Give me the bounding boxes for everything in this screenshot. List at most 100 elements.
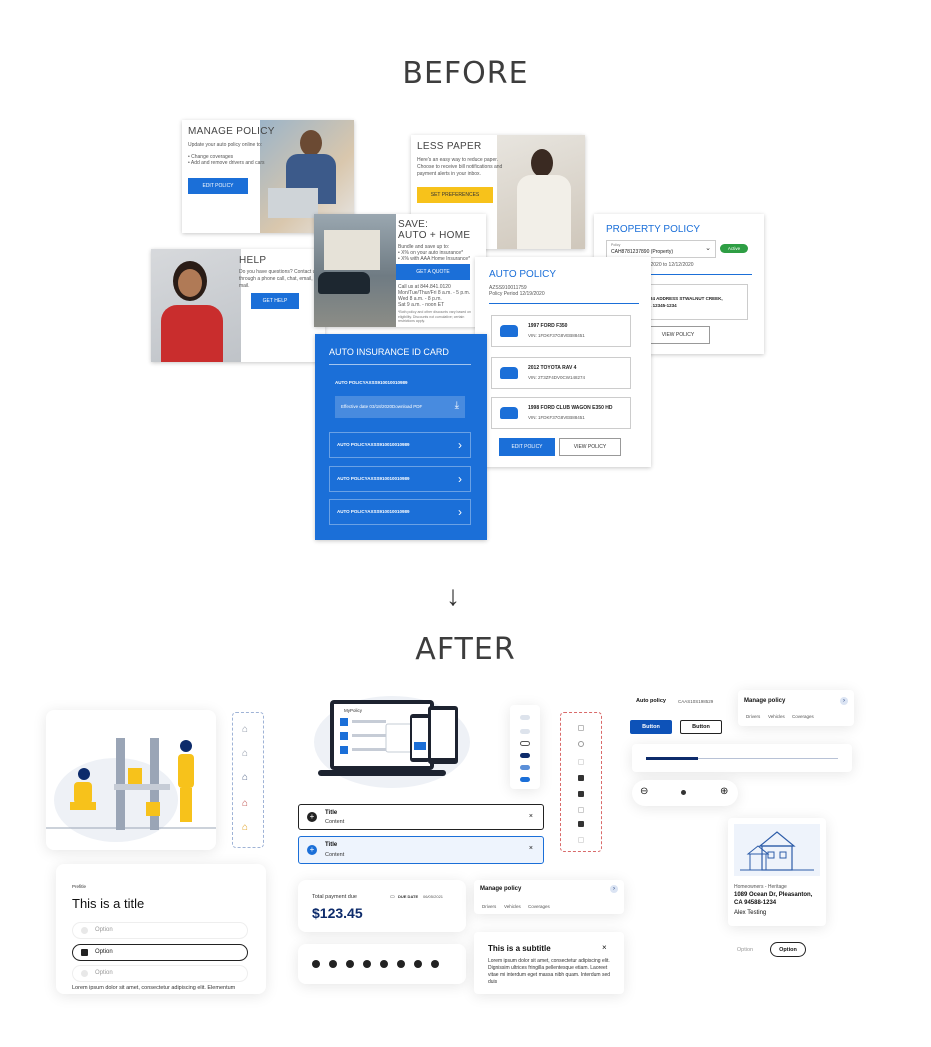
less-paper-title: LESS PAPER xyxy=(417,141,482,152)
payment-label: Total payment due xyxy=(312,894,357,900)
option-pill-selected[interactable]: Option xyxy=(770,942,806,957)
checkbox[interactable] xyxy=(578,741,584,747)
manage-policy-title: Manage policy xyxy=(480,886,522,892)
circle-icon-button[interactable] xyxy=(397,960,405,968)
page-title: This is a title xyxy=(72,896,145,911)
save-hours: Sat 9 a.m. - noon ET xyxy=(398,302,445,308)
plus-icon: + xyxy=(307,845,317,855)
chevron-right-icon[interactable]: › xyxy=(840,697,848,705)
help-card: HELP Do you have questions? Contact us t… xyxy=(151,249,325,362)
circle-icon-button[interactable] xyxy=(363,960,371,968)
vehicle-item[interactable]: 1997 FORD F350 VIN: 1FDKF37G8VEB88451 xyxy=(491,315,631,347)
edit-policy-button[interactable]: EDIT POLICY xyxy=(188,178,248,194)
tab-coverages[interactable]: Coverages xyxy=(792,714,814,719)
house-icon: ⌂ xyxy=(242,798,249,809)
option-item-selected[interactable]: Option xyxy=(72,944,248,961)
save-intro: Bundle and save up to: xyxy=(398,244,450,250)
manage-policy-title: MANAGE POLICY xyxy=(188,126,275,137)
option-item[interactable]: Option xyxy=(72,965,248,982)
man-laptop-photo xyxy=(260,120,354,233)
checkbox[interactable] xyxy=(578,821,584,827)
circle-icon-button[interactable] xyxy=(346,960,354,968)
policy-select[interactable]: Policy CAH8781237890 (Property) ⌄ xyxy=(606,240,716,258)
circle-icon-button[interactable] xyxy=(414,960,422,968)
manage-policy-intro: Update your auto policy online to: xyxy=(188,142,263,148)
view-policy-button[interactable]: VIEW POLICY xyxy=(559,438,621,456)
id-card-row-label: AUTO POLICYAXSS910010010989 xyxy=(337,442,410,447)
minus-icon[interactable]: ⊖ xyxy=(640,786,649,797)
circle-icon-button[interactable] xyxy=(312,960,320,968)
policy-select-label: Policy xyxy=(611,243,621,247)
toggle-switch[interactable] xyxy=(520,729,530,734)
set-preferences-button[interactable]: SET PREFERENCES xyxy=(417,187,493,203)
get-a-quote-button[interactable]: GET A QUOTE xyxy=(396,264,470,280)
house-icon: ⌂ xyxy=(242,772,249,783)
option-label: Option xyxy=(95,927,113,933)
checkbox[interactable] xyxy=(578,791,584,797)
house-icon: ⌂ xyxy=(242,724,249,735)
close-icon[interactable]: × xyxy=(528,845,533,852)
car-house-photo xyxy=(314,214,396,327)
tab-drivers[interactable]: Drivers xyxy=(482,904,497,909)
checkbox[interactable] xyxy=(578,759,584,765)
toggle-switch[interactable] xyxy=(520,777,530,782)
progress-track xyxy=(646,758,838,759)
house-icon: ⌂ xyxy=(242,748,249,759)
policy-select-value: CAH8781237890 (Property) xyxy=(611,249,673,255)
save-title-auto-home: AUTO + HOME xyxy=(398,230,471,241)
checkbox[interactable] xyxy=(578,775,584,781)
tab-coverages[interactable]: Coverages xyxy=(528,904,550,909)
circle-icon-button[interactable] xyxy=(380,960,388,968)
vehicle-item[interactable]: 2012 TOYOTA RAV 4 VIN: 2T3ZF4DV0CW148274 xyxy=(491,357,631,389)
divider xyxy=(606,274,752,275)
primary-button[interactable]: Button xyxy=(630,720,672,734)
get-help-button[interactable]: GET HELP xyxy=(251,293,299,309)
toggle-switch[interactable] xyxy=(520,753,530,758)
id-card-row[interactable]: AUTO POLICYAXSS910010010989 › xyxy=(329,432,471,458)
subtitle-title: This is a subtitle xyxy=(488,944,551,953)
toggle-switch[interactable] xyxy=(520,715,530,720)
close-icon[interactable]: × xyxy=(602,943,607,952)
auto-insurance-id-card: AUTO INSURANCE ID CARD AUTO POLICYAXSS91… xyxy=(315,334,487,540)
due-date-label: DUE DATE xyxy=(398,894,419,899)
id-card-row[interactable]: AUTO POLICYAXSS910010010989 › xyxy=(329,499,471,525)
save-hours: Wed 8 a.m. - 8 p.m. xyxy=(398,296,442,302)
view-policy-button[interactable]: VIEW POLICY xyxy=(646,326,710,344)
chevron-right-icon[interactable]: › xyxy=(610,885,618,893)
option-item[interactable]: Option xyxy=(72,922,248,939)
radio-icon xyxy=(81,927,88,934)
auto-policy-number: CAAS10S198529 xyxy=(678,699,714,704)
toggle-switch[interactable] xyxy=(520,765,530,770)
vehicle-item[interactable]: 1998 FORD CLUB WAGON E350 HD VIN: 1FDKF3… xyxy=(491,397,631,429)
payment-card: Total payment due ▭ DUE DATE 06/05/2021 … xyxy=(298,880,466,932)
plus-icon[interactable]: ⊕ xyxy=(720,786,729,797)
id-card-row[interactable]: AUTO POLICYAXSS910010010989 › xyxy=(329,466,471,492)
accordion-item-active[interactable]: + Title Content × xyxy=(298,836,544,864)
circle-icon-button[interactable] xyxy=(329,960,337,968)
toggle-switch[interactable] xyxy=(520,741,530,746)
checkbox[interactable] xyxy=(578,725,584,731)
checkbox[interactable] xyxy=(578,837,584,843)
circle-icon-button[interactable] xyxy=(431,960,439,968)
vehicle-name: 1997 FORD F350 xyxy=(528,323,568,329)
home-illustration xyxy=(734,824,820,876)
auto-policy-button-group: Auto policy CAAS10S198529 Button Button xyxy=(630,694,730,740)
tab-vehicles[interactable]: Vehicles xyxy=(768,714,785,719)
icon-button-row xyxy=(298,944,466,984)
download-pdf-row[interactable]: Effective date 03/18/2020Download PDF ⤓ xyxy=(335,396,465,418)
accordion-item[interactable]: + Title Content × xyxy=(298,804,544,830)
effective-date: Effective date 03/18/2020Download PDF xyxy=(341,404,423,409)
edit-policy-button[interactable]: EDIT POLICY xyxy=(499,438,555,456)
tab-vehicles[interactable]: Vehicles xyxy=(504,904,521,909)
toggle-variants xyxy=(510,705,540,789)
option-pill[interactable]: Option xyxy=(736,946,754,953)
prefix-label: Prefitle xyxy=(72,884,87,889)
tab-drivers[interactable]: Drivers xyxy=(746,714,761,719)
chevron-right-icon: › xyxy=(458,438,462,452)
home-address-line2: CA 94588-1234 xyxy=(734,900,777,906)
close-icon[interactable]: × xyxy=(528,813,533,820)
checkbox[interactable] xyxy=(578,807,584,813)
divider xyxy=(329,364,471,365)
download-icon: ⤓ xyxy=(454,400,459,411)
secondary-button[interactable]: Button xyxy=(680,720,722,734)
